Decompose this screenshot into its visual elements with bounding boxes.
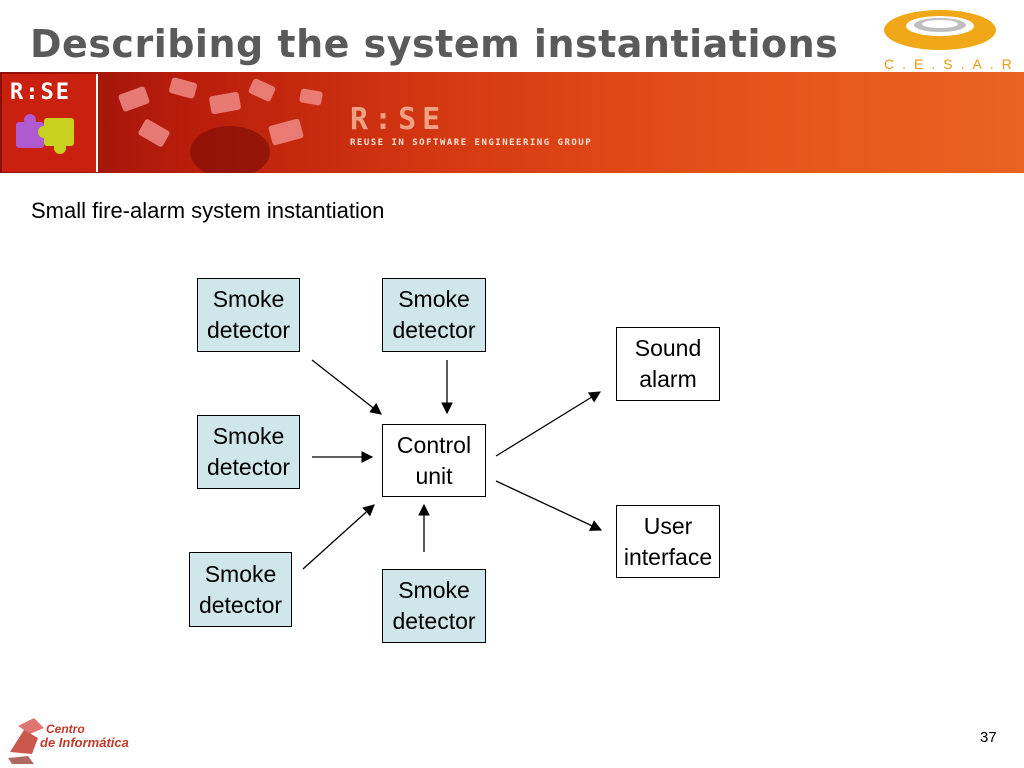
rise-banner: R:SE R:SE REUSE IN SOFTWARE ENGINEERING … — [0, 72, 1024, 173]
cesar-logo — [884, 10, 996, 50]
centro-de-informatica-logo — [8, 718, 44, 764]
smoke-detector-box: Smoke detector — [189, 552, 292, 627]
arrow-control-to-sound-alarm — [495, 391, 601, 457]
footer-logo-text-line2: de Informática — [40, 735, 129, 750]
page-number: 37 — [980, 729, 997, 746]
rise-banner-subtitle: REUSE IN SOFTWARE ENGINEERING GROUP — [350, 138, 593, 148]
slide-title: Describing the system instantiations — [30, 22, 839, 66]
smoke-detector-box: Smoke detector — [382, 569, 486, 643]
smoke-detector-box: Smoke detector — [197, 278, 300, 352]
footer-logo-text-line1: Centro — [46, 722, 85, 736]
arrow-control-to-user-interface — [495, 480, 603, 531]
diagram-subtitle: Small fire-alarm system instantiation — [31, 198, 385, 223]
rise-banner-text: R:SE — [350, 102, 447, 137]
rise-logo: R:SE — [2, 74, 98, 172]
arrow-detector1-to-control — [311, 359, 382, 415]
cesar-logo-text: C.E.S.A.R — [884, 56, 1020, 72]
arrow-detector4-to-control — [302, 504, 375, 570]
smoke-detector-box: Smoke detector — [197, 415, 300, 489]
puzzle-pieces-art — [118, 77, 323, 173]
sound-alarm-box: Sound alarm — [616, 327, 720, 401]
user-interface-box: User interface — [616, 505, 720, 578]
smoke-detector-box: Smoke detector — [382, 278, 486, 352]
puzzle-icon — [16, 114, 74, 154]
rise-logo-text: R:SE — [10, 80, 71, 105]
control-unit-box: Control unit — [382, 424, 486, 497]
